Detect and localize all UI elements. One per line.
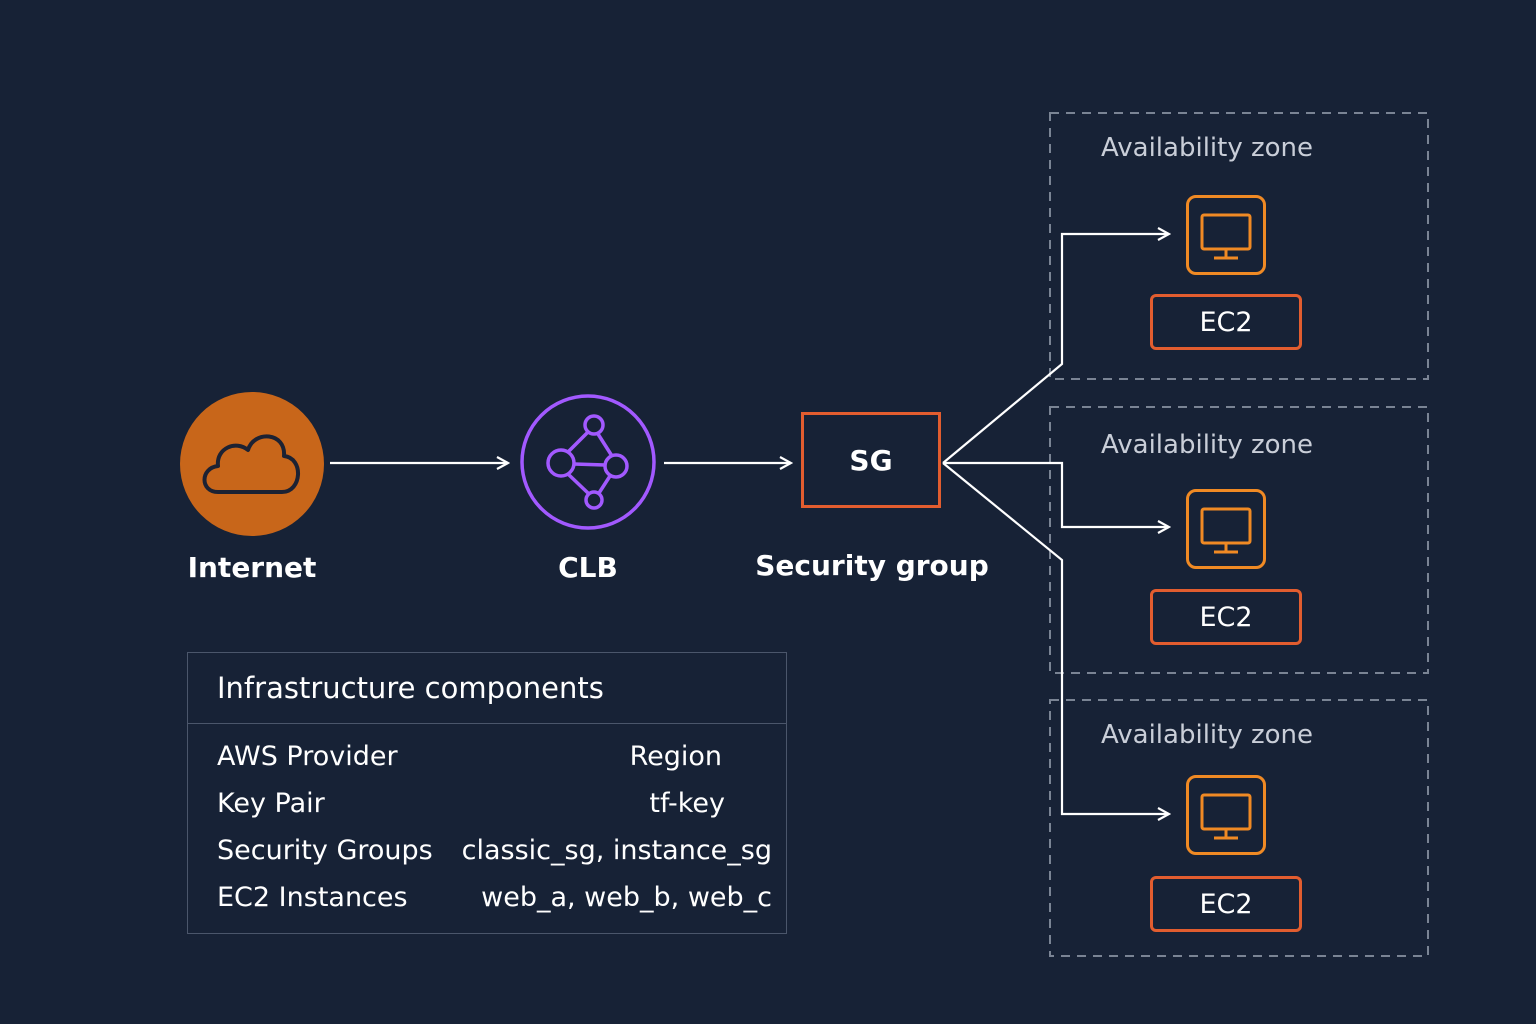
clb-label: CLB [558,551,618,584]
components-title: Infrastructure components [188,653,786,724]
internet-cloud-icon [180,392,324,536]
ec2-label: EC2 [1150,589,1302,645]
component-key: EC2 Instances [217,882,408,913]
ec2-instance-icon [1186,775,1266,855]
component-key: AWS Provider [217,741,398,772]
ec2-instance-icon [1186,489,1266,569]
arrow-sg-to-ec2-1 [942,234,1169,464]
ec2-label: EC2 [1150,876,1302,932]
component-row: Security Groups classic_sg, instance_sg [217,835,772,875]
load-balancer-icon [520,394,656,530]
monitor-icon [1200,793,1252,840]
component-key: Security Groups [217,835,433,866]
availability-zone-label: Availability zone [1101,133,1314,163]
component-value: Region [629,741,722,772]
security-group-label: Security group [755,549,989,582]
internet-label: Internet [187,551,317,584]
arrow-sg-to-ec2-3 [942,462,1169,814]
monitor-icon [1200,213,1252,260]
monitor-icon [1200,507,1252,554]
ec2-label: EC2 [1150,294,1302,350]
ec2-instance-icon [1186,195,1266,275]
availability-zone-box-1 [1049,112,1429,380]
arrow-sg-to-ec2-2 [943,461,1169,527]
component-value: tf-key [649,788,725,819]
availability-zone-label: Availability zone [1101,720,1314,750]
component-value: classic_sg, instance_sg [461,835,772,866]
component-value: web_a, web_b, web_c [481,882,772,913]
availability-zone-box-3 [1049,699,1429,957]
availability-zone-box-2 [1049,406,1429,674]
component-row: Key Pair tf-key [217,788,772,828]
component-row: EC2 Instances web_a, web_b, web_c [217,882,772,922]
component-row: AWS Provider Region [217,741,772,781]
infrastructure-components-panel: Infrastructure components AWS Provider R… [187,652,787,934]
availability-zone-label: Availability zone [1101,430,1314,460]
component-key: Key Pair [217,788,325,819]
security-group-box: SG [801,412,941,508]
